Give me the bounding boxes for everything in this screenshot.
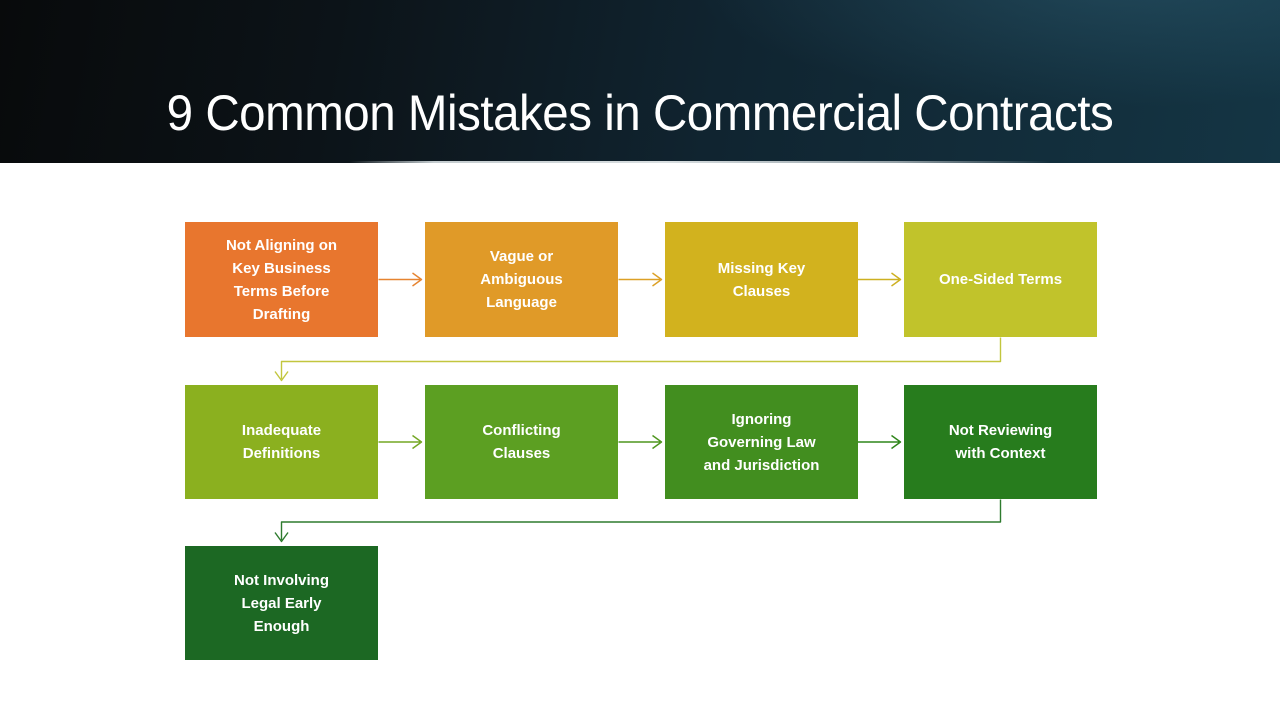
flow-node-3-label: Missing Key Clauses xyxy=(717,259,806,300)
flow-node-1: Not Aligning on Key Business Terms Befor… xyxy=(185,222,378,337)
header-edge-highlight xyxy=(350,161,1050,163)
arrow-node5-to-node6 xyxy=(378,434,423,450)
arrow-node2-to-node3 xyxy=(618,272,663,287)
flow-node-4-label: One-Sided Terms xyxy=(938,271,1063,288)
arrow-node1-to-node2 xyxy=(378,272,423,287)
flow-node-2-label: Vague or Ambiguous Language xyxy=(480,248,563,311)
elbow-connector-node8-to-node9 xyxy=(274,499,1002,543)
header-band: 9 Common Mistakes in Commercial Contract… xyxy=(0,0,1280,163)
flow-node-7-label: Ignoring Governing Law and Jurisdiction xyxy=(703,410,820,474)
flow-node-6-label: Conflicting Clauses xyxy=(482,422,561,462)
flow-node-1-label: Not Aligning on Key Business Terms Befor… xyxy=(225,236,338,323)
flow-node-9-label: Not Involving Legal Early Enough xyxy=(234,571,329,635)
flow-node-5: Inadequate Definitions xyxy=(185,385,378,499)
flow-node-6: Conflicting Clauses xyxy=(425,385,618,499)
flow-node-8: Not Reviewing with Context xyxy=(904,385,1097,499)
elbow-connector-node4-to-node5 xyxy=(274,337,1002,382)
flow-node-5-label: Inadequate Definitions xyxy=(241,422,322,462)
arrow-node3-to-node4 xyxy=(857,272,902,287)
flow-node-3: Missing Key Clauses xyxy=(665,222,858,337)
slide-title: 9 Common Mistakes in Commercial Contract… xyxy=(166,84,1114,141)
flow-node-8-label: Not Reviewing with Context xyxy=(948,422,1053,462)
flow-node-9: Not Involving Legal Early Enough xyxy=(185,546,378,660)
flow-node-7: Ignoring Governing Law and Jurisdiction xyxy=(665,385,858,499)
flow-node-2: Vague or Ambiguous Language xyxy=(425,222,618,337)
flow-node-4: One-Sided Terms xyxy=(904,222,1097,337)
arrow-node7-to-node8 xyxy=(857,434,902,450)
arrow-node6-to-node7 xyxy=(618,434,663,450)
